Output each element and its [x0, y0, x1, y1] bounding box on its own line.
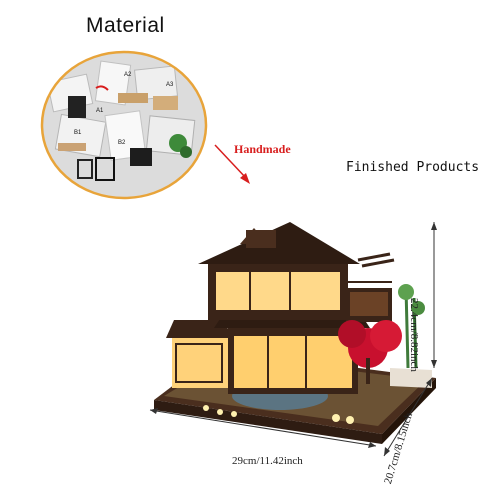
finished-house-image [154, 222, 436, 444]
tag-b2: B2 [118, 140, 126, 146]
tag-a1: A1 [96, 108, 104, 114]
material-title: Material [86, 14, 165, 37]
dimension-width: 29cm/11.42inch [232, 455, 303, 467]
circle-border [40, 50, 208, 200]
arrow-icon [214, 144, 250, 184]
dimension-height: 22.4cm/8.82inch [408, 298, 420, 372]
tag-a2: A2 [124, 72, 132, 78]
tag-b1: B1 [74, 130, 82, 136]
material-parts-image: A2 A1 A3 B1 B2 [40, 50, 208, 200]
finished-products-label: Finished Products [346, 160, 480, 175]
tag-a3: A3 [166, 82, 174, 88]
handmade-label: Handmade [234, 142, 291, 156]
